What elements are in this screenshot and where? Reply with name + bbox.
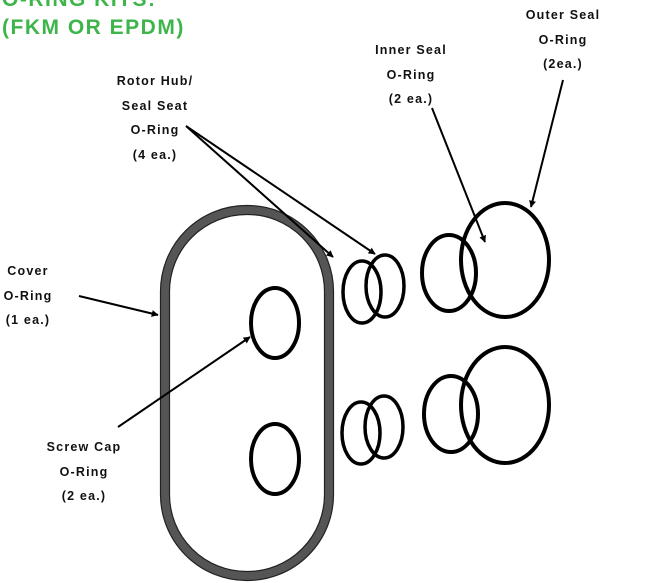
rotor-hub-o-ring-2 bbox=[364, 253, 406, 319]
screw-cap-o-ring-top bbox=[249, 286, 301, 360]
rotor-hub-label: Rotor Hub/ Seal Seat O-Ring (4 ea.) bbox=[100, 69, 210, 167]
inner-seal-label-line1: Inner Seal bbox=[375, 43, 447, 57]
outer-seal-o-ring-top bbox=[459, 201, 551, 319]
outer-seal-o-ring-bottom bbox=[459, 345, 551, 465]
inner-seal-o-ring-bottom bbox=[422, 374, 480, 454]
inner-seal-label-line2: O-Ring bbox=[386, 67, 436, 82]
outer-seal-label-line2: O-Ring bbox=[538, 32, 588, 47]
screw-cap-label-line2: O-Ring bbox=[59, 464, 109, 479]
screw-cap-arrow bbox=[117, 336, 251, 428]
cover-label: Cover O-Ring (1 ea.) bbox=[0, 259, 56, 333]
rotor-hub-label-line2: Seal Seat bbox=[121, 98, 189, 113]
rotor-hub-label-line4: (4 ea.) bbox=[132, 147, 178, 162]
kit-title-line1: O-RING KITS: bbox=[2, 0, 157, 12]
rotor-hub-label-line3: O-Ring bbox=[130, 123, 180, 137]
cover-arrow bbox=[78, 295, 159, 317]
cover-o-ring-outline-inner bbox=[168, 213, 326, 573]
inner-seal-o-ring-top bbox=[420, 233, 478, 313]
screw-cap-label-line3: (2 ea.) bbox=[61, 489, 107, 503]
inner-seal-label: Inner Seal O-Ring (2 ea.) bbox=[356, 38, 466, 112]
kit-title-line2: (FKM OR EPDM) bbox=[2, 16, 185, 39]
outer-seal-label: Outer Seal O-Ring (2ea.) bbox=[498, 3, 628, 77]
cover-label-line3: (1 ea.) bbox=[5, 313, 51, 327]
outer-seal-label-line1: Outer Seal bbox=[525, 8, 601, 22]
cover-o-ring-outline-outer bbox=[159, 204, 335, 582]
rotor-hub-arrow-2 bbox=[185, 125, 376, 255]
outer-seal-arrow bbox=[529, 79, 564, 208]
inner-seal-label-line3: (2 ea.) bbox=[388, 92, 434, 106]
screw-cap-label-line1: Screw Cap bbox=[46, 440, 122, 454]
rotor-hub-o-ring-1 bbox=[341, 259, 383, 325]
rotor-hub-label-line1: Rotor Hub/ bbox=[116, 74, 194, 88]
cover-label-line2: O-Ring bbox=[3, 288, 53, 303]
cover-o-ring bbox=[160, 205, 334, 581]
rotor-hub-o-ring-4 bbox=[363, 394, 405, 460]
rotor-hub-o-ring-3 bbox=[340, 400, 382, 466]
rotor-hub-arrow-1 bbox=[185, 125, 334, 258]
screw-cap-label: Screw Cap O-Ring (2 ea.) bbox=[24, 435, 144, 509]
cover-label-line1: Cover bbox=[7, 264, 49, 278]
inner-seal-arrow bbox=[431, 107, 486, 243]
outer-seal-label-line3: (2ea.) bbox=[543, 57, 583, 71]
screw-cap-o-ring-bottom bbox=[249, 422, 301, 496]
